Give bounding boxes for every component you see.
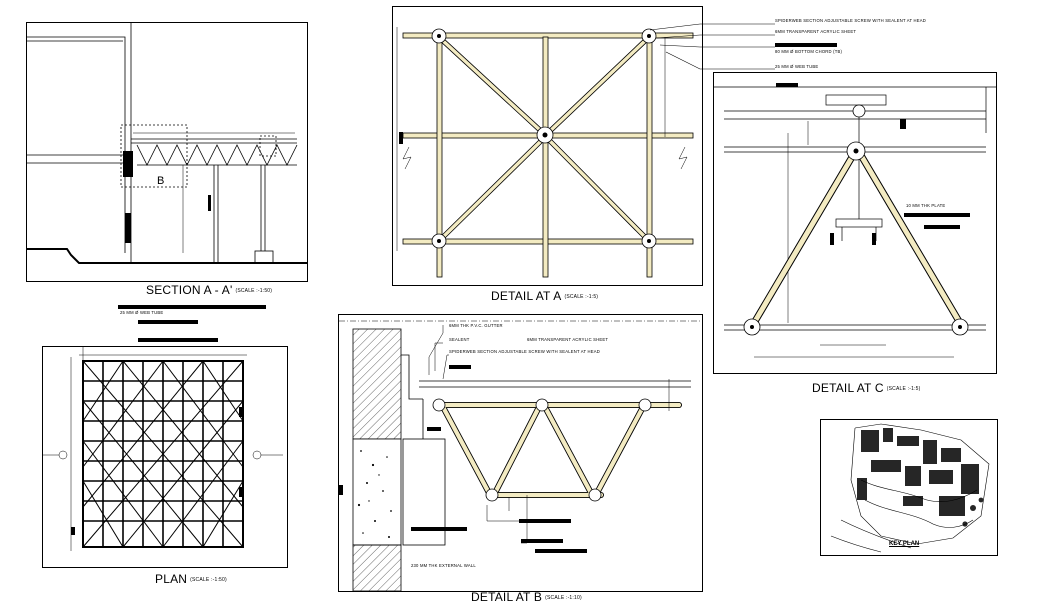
detail-b-panel: 6MM THK P.V.C. GUTTER SEALENT 6MM TRANSP…	[338, 314, 703, 592]
detail-b-note-5: 230 MM THK EXTERNAL WALL	[411, 563, 476, 568]
plan-caption: PLAN(SCALE :-1:50)	[155, 572, 227, 586]
detail-a-scale: (SCALE :-1:5)	[564, 293, 599, 300]
plan-scale: (SCALE :-1:50)	[190, 576, 227, 583]
detail-a-note-2: 6MM TRANSPARENT ACRYLIC SHEET	[775, 29, 857, 34]
detail-c-caption: DETAIL AT C(SCALE :-1:5)	[812, 381, 921, 395]
plan-note-tube: 25 MM Ø WEB TUBE	[120, 310, 164, 315]
detail-b-note-1: 6MM THK P.V.C. GUTTER	[449, 323, 503, 328]
detail-c-scale: (SCALE :-1:5)	[886, 385, 921, 392]
detail-a-note-1: SPIDERWEB SECTION ADJUSTABLE SCREW WITH …	[775, 18, 926, 23]
detail-c-title: DETAIL AT C	[812, 381, 884, 395]
detail-c-panel: 10 MM THK PLATE	[713, 72, 997, 374]
detail-a-note-3: 80 MM Ø BOTTOM CHORD (TB)	[775, 49, 843, 54]
plan-label-bar-3	[138, 338, 218, 342]
key-plan-title: KEY PLAN	[889, 541, 920, 547]
plan-panel	[42, 346, 288, 568]
section-a-panel: B	[26, 22, 308, 282]
section-marker: B	[157, 175, 164, 187]
detail-a-caption: DETAIL AT A(SCALE :-1:5)	[491, 289, 598, 303]
detail-c-note-plate: 10 MM THK PLATE	[906, 203, 946, 208]
detail-b-caption: DETAIL AT B(SCALE :-1:10)	[471, 590, 582, 604]
detail-c-drawing	[714, 83, 996, 358]
detail-b-note-3: 6MM TRANSPARENT ACRYLIC SHEET	[527, 337, 609, 342]
detail-b-note-4: SPIDERWEB SECTION ADJUSTABLE SCREW WITH …	[449, 349, 600, 354]
section-a-title: SECTION A - A'	[146, 283, 233, 297]
plan-label-bar-2	[138, 320, 198, 324]
plan-label-bar-1	[118, 305, 266, 309]
detail-a-label-bar-1	[775, 43, 837, 47]
section-a-drawing: B	[27, 23, 307, 264]
detail-a-drawing	[396, 27, 694, 278]
detail-b-drawing	[339, 320, 702, 591]
section-a-scale: (SCALE :-1:50)	[235, 287, 273, 294]
plan-title: PLAN	[155, 572, 188, 586]
key-plan-map	[830, 423, 990, 553]
detail-b-scale: (SCALE :-1:10)	[545, 594, 582, 601]
key-plan-panel	[820, 419, 998, 556]
plan-drawing	[43, 347, 283, 551]
section-a-caption: SECTION A - A'(SCALE :-1:50)	[146, 283, 272, 297]
detail-b-title: DETAIL AT B	[471, 590, 543, 604]
detail-a-title: DETAIL AT A	[491, 289, 562, 303]
detail-b-note-2: SEALENT	[449, 337, 470, 342]
detail-a-note-4: 25 MM Ø WEB TUBE	[775, 64, 819, 69]
detail-a-panel	[392, 6, 703, 286]
